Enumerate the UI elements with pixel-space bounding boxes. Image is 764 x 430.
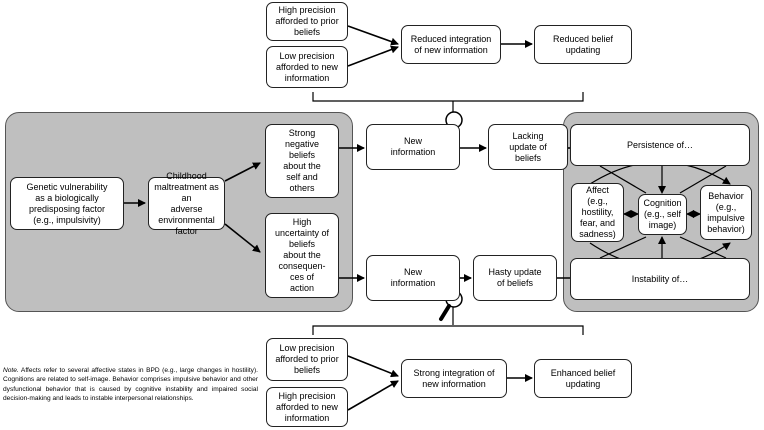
strong-integration-box: Strong integration of new information (401, 359, 507, 398)
affect-box: Affect (e.g., hostility, fear, and sadne… (571, 183, 624, 242)
high-precision-prior-box: High precision afforded to prior beliefs (266, 2, 348, 41)
childhood-maltreatment-box: Childhood maltreatment as an adverse env… (148, 171, 225, 236)
genetic-vulnerability-box: Genetic vulnerability as a biologically … (10, 177, 124, 230)
low-precision-prior-box: Low precision afforded to prior beliefs (266, 338, 348, 381)
lacking-update-box: Lacking update of beliefs (488, 124, 568, 170)
cognition-box: Cognition (e.g., self image) (638, 194, 687, 235)
note-text: Affects refer to several affective state… (3, 367, 258, 403)
reduced-integration-box: Reduced integration of new information (401, 25, 501, 64)
hasty-update-box: Hasty update of beliefs (473, 255, 557, 301)
high-uncertainty-box: High uncertainty of beliefs about the co… (265, 213, 339, 298)
new-information-bottom-box: New information (366, 255, 460, 301)
negative-beliefs-box: Strong negative beliefs about the self a… (265, 124, 339, 198)
note-label: Note. (3, 367, 19, 374)
high-precision-new-box: High precision afforded to new informati… (266, 387, 348, 427)
low-precision-new-box: Low precision afforded to new informatio… (266, 46, 348, 88)
figure-note: Note. Affects refer to several affective… (3, 366, 258, 404)
persistence-box: Persistence of… (570, 124, 750, 166)
reduced-updating-box: Reduced belief updating (534, 25, 632, 64)
enhanced-updating-box: Enhanced belief updating (534, 359, 632, 398)
instability-box: Instability of… (570, 258, 750, 300)
new-information-top-box: New information (366, 124, 460, 170)
behavior-box: Behavior (e.g., impulsive behavior) (700, 185, 752, 240)
